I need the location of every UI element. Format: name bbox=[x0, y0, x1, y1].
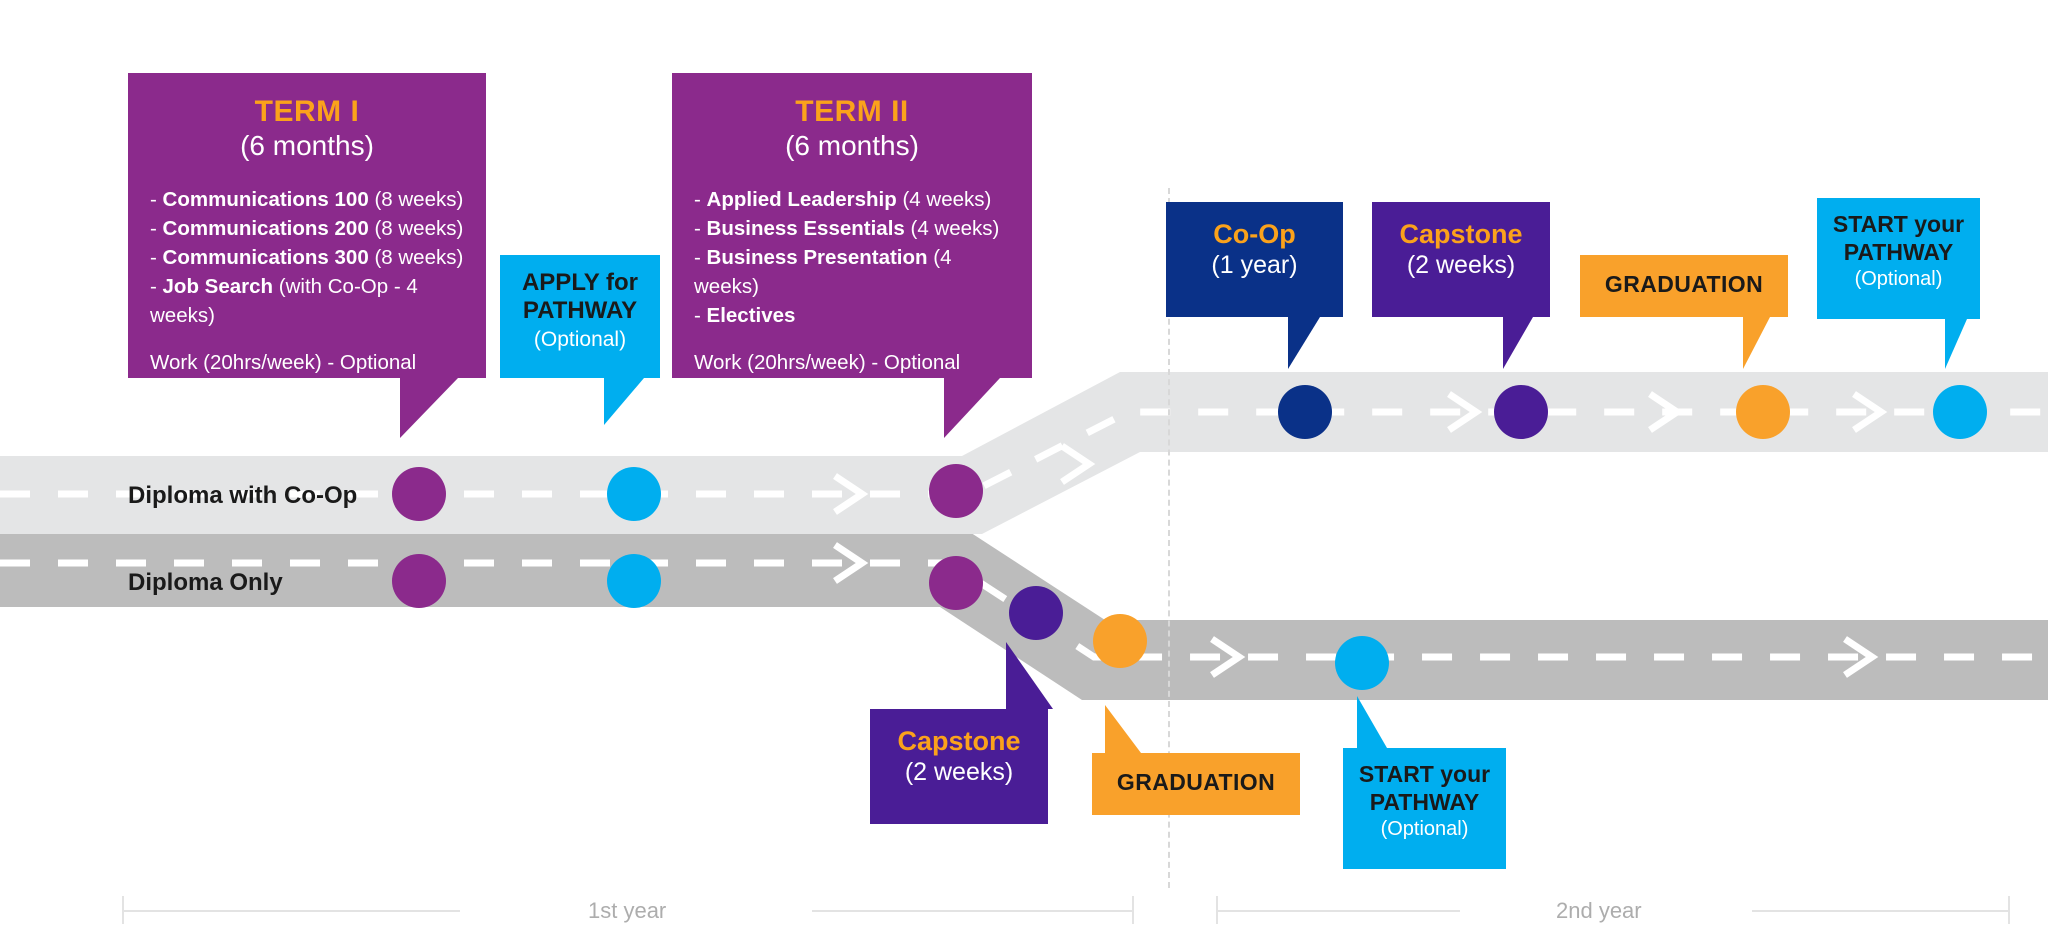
term-1-work: Work (20hrs/week) - Optional bbox=[150, 350, 417, 374]
axis-line-year1-right bbox=[812, 910, 1134, 912]
milestone-dot-apply-diploma bbox=[607, 554, 661, 608]
road-coop-dashed-line bbox=[0, 408, 2048, 498]
capstone-top-title: Capstone bbox=[1399, 219, 1523, 249]
milestone-dot-term2-diploma bbox=[929, 556, 983, 610]
coop-title: Co-Op bbox=[1213, 219, 1296, 249]
axis-line-year2-right bbox=[1752, 910, 2010, 912]
capstone-bottom-sub: (2 weeks) bbox=[904, 758, 1014, 787]
callout-start-pathway-top: START your PATHWAY (Optional) bbox=[1817, 198, 1980, 319]
callout-tail-capstone-bottom bbox=[1006, 642, 1053, 709]
road-label-diploma-with-coop: Diploma with Co-Op bbox=[128, 482, 358, 509]
start-pathway-top-line1: START your bbox=[1832, 211, 1965, 237]
axis-label-year2: 2nd year bbox=[1556, 898, 1642, 923]
callout-tail-coop bbox=[1288, 317, 1320, 369]
start-pathway-bottom-line1: START your bbox=[1358, 761, 1491, 787]
milestone-dot-graduation-coop bbox=[1736, 385, 1790, 439]
start-pathway-top-line2: PATHWAY bbox=[1843, 238, 1954, 265]
course-item: - Communications 100 (8 weeks) bbox=[150, 188, 464, 211]
chevron-icon-coop-4 bbox=[1648, 391, 1684, 433]
course-item: - Applied Leadership (4 weeks) bbox=[694, 188, 992, 211]
callout-graduation-bottom: GRADUATION bbox=[1092, 753, 1300, 815]
callout-term-1: TERM I (6 months) - Communications 100 (… bbox=[128, 73, 486, 378]
term-2-duration: (6 months) bbox=[785, 130, 919, 161]
start-pathway-bottom-optional: (Optional) bbox=[1380, 818, 1469, 841]
axis-line-year2-left bbox=[1216, 910, 1460, 912]
term-1-title: TERM I bbox=[254, 95, 360, 128]
milestone-dot-term1-coop bbox=[392, 467, 446, 521]
term-2-title: TERM II bbox=[795, 95, 909, 128]
road-diploma-only-dashed-line bbox=[0, 559, 2048, 661]
chevron-icon-coop-1 bbox=[833, 473, 869, 515]
milestone-dot-capstone-diploma bbox=[1009, 586, 1063, 640]
chevron-icon-diploma-1 bbox=[833, 542, 869, 584]
axis-tick-year1-end bbox=[1132, 896, 1134, 924]
callout-tail-apply-pathway bbox=[604, 378, 644, 425]
callout-capstone-bottom: Capstone (2 weeks) bbox=[870, 709, 1048, 824]
chevron-icon-coop-2 bbox=[1060, 443, 1096, 485]
axis-line-year1-left bbox=[122, 910, 460, 912]
start-pathway-top-optional: (Optional) bbox=[1854, 268, 1943, 291]
course-item: - Communications 300 (8 weeks) bbox=[150, 246, 464, 270]
callout-start-pathway-bottom: START your PATHWAY (Optional) bbox=[1343, 748, 1506, 869]
milestone-dot-coop bbox=[1278, 385, 1332, 439]
course-item: - Business Essentials (4 weeks) bbox=[694, 217, 1000, 241]
milestone-dot-term1-diploma bbox=[392, 554, 446, 608]
apply-pathway-line2: PATHWAY bbox=[522, 297, 638, 325]
apply-pathway-line1: APPLY for bbox=[521, 269, 639, 296]
course-item: - Electives bbox=[694, 304, 796, 328]
axis-label-year1: 1st year bbox=[588, 898, 667, 923]
callout-tail-graduation-bottom bbox=[1105, 705, 1141, 753]
milestone-dot-graduation-diploma bbox=[1093, 614, 1147, 668]
year-divider bbox=[1168, 188, 1170, 888]
milestone-dot-capstone-coop bbox=[1494, 385, 1548, 439]
callout-tail-start-pathway-bottom bbox=[1357, 696, 1387, 748]
start-pathway-bottom-line2: PATHWAY bbox=[1369, 788, 1480, 815]
chevron-icon-coop-3 bbox=[1447, 391, 1483, 433]
callout-apply-pathway: APPLY for PATHWAY (Optional) bbox=[500, 255, 660, 378]
chevron-icon-coop-5 bbox=[1852, 391, 1888, 433]
chevron-icon-diploma-3 bbox=[1843, 636, 1879, 678]
callout-coop: Co-Op (1 year) bbox=[1166, 202, 1343, 317]
axis-tick-year2-end bbox=[2008, 896, 2010, 924]
callout-tail-start-pathway-top bbox=[1945, 319, 1967, 369]
term-2-course-list: - Applied Leadership (4 weeks) - Busines… bbox=[694, 185, 1010, 331]
milestone-dot-startpathway-coop bbox=[1933, 385, 1987, 439]
graduation-bottom-title: GRADUATION bbox=[1116, 769, 1276, 795]
callout-tail-term-1 bbox=[400, 378, 458, 438]
term-1-duration: (6 months) bbox=[240, 130, 374, 161]
coop-sub: (1 year) bbox=[1211, 251, 1298, 280]
capstone-top-sub: (2 weeks) bbox=[1406, 251, 1516, 280]
graduation-top-title: GRADUATION bbox=[1604, 271, 1764, 297]
callout-tail-graduation-top bbox=[1743, 317, 1770, 369]
milestone-dot-startpathway-diploma bbox=[1335, 636, 1389, 690]
course-item: - Business Presentation (4 weeks) bbox=[694, 246, 952, 299]
road-label-diploma-only: Diploma Only bbox=[128, 569, 283, 596]
callout-graduation-top: GRADUATION bbox=[1580, 255, 1788, 317]
apply-pathway-optional: (Optional) bbox=[533, 327, 627, 351]
callout-capstone-top: Capstone (2 weeks) bbox=[1372, 202, 1550, 317]
milestone-dot-apply-coop bbox=[607, 467, 661, 521]
term-1-course-list: - Communications 100 (8 weeks) - Communi… bbox=[150, 185, 464, 331]
course-item: - Job Search (with Co-Op - 4 weeks) bbox=[150, 275, 418, 328]
term-2-work: Work (20hrs/week) - Optional bbox=[694, 350, 961, 374]
callout-term-2: TERM II (6 months) - Applied Leadership … bbox=[672, 73, 1032, 378]
milestone-dot-term2-coop bbox=[929, 464, 983, 518]
callout-tail-capstone-top bbox=[1503, 317, 1533, 369]
chevron-icon-diploma-2 bbox=[1210, 636, 1246, 678]
capstone-bottom-title: Capstone bbox=[897, 726, 1021, 756]
callout-tail-term-2 bbox=[944, 378, 1000, 438]
course-item: - Communications 200 (8 weeks) bbox=[150, 217, 464, 241]
